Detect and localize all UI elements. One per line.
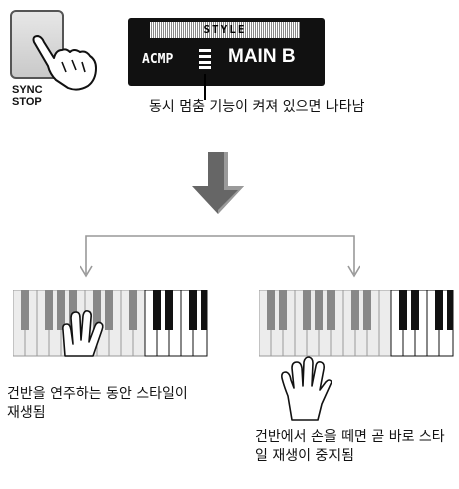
lcd-section-label: MAIN B bbox=[228, 46, 296, 67]
raised-hand-icon bbox=[281, 356, 332, 421]
lcd-acmp-label: ACMP bbox=[142, 52, 174, 67]
keyboard-left-playing bbox=[13, 290, 209, 358]
sync-label-line2: STOP bbox=[12, 96, 42, 108]
branch-arrows bbox=[80, 235, 360, 278]
down-arrow-icon bbox=[192, 152, 244, 214]
sync-stop-label: SYNC STOP bbox=[12, 84, 43, 108]
pressing-hand-icon bbox=[32, 35, 97, 91]
sync-label-line1: SYNC bbox=[12, 84, 43, 96]
sync-stop-button[interactable] bbox=[10, 10, 64, 79]
keyboard-right-released bbox=[259, 290, 455, 358]
callout-text: 동시 멈춤 기능이 켜져 있으면 나타남 bbox=[149, 99, 365, 115]
sync-stop-indicator-icon bbox=[199, 49, 211, 69]
callout-pointer bbox=[204, 74, 206, 100]
lcd-style-title: STYLE bbox=[150, 22, 300, 38]
caption-right: 건반에서 손을 떼면 곧 바로 스타일 재생이 중지됨 bbox=[255, 429, 445, 464]
caption-left: 건반을 연주하는 동안 스타일이 재생됨 bbox=[7, 386, 188, 421]
